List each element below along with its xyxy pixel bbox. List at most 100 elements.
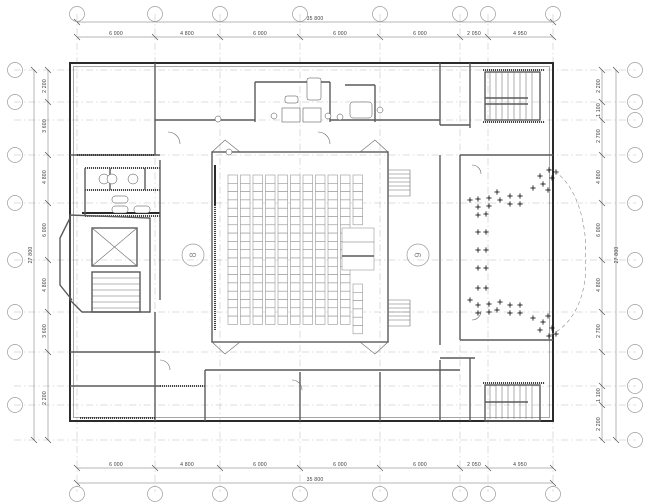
- stair-right-top: [484, 71, 541, 121]
- grid-bubble-bottom-2[interactable]: [147, 486, 163, 502]
- dim-left-4: 6 000: [42, 223, 48, 237]
- dim-bottom-4: 6 000: [333, 462, 347, 468]
- grid-bubble-right-9[interactable]: [627, 378, 643, 394]
- bay-window-left-outer: [59, 217, 73, 301]
- door-swing-5: [471, 164, 482, 175]
- stair-right-bottom-treads: [485, 385, 533, 419]
- room-tag-label-8: 8: [188, 252, 198, 257]
- auditorium-seat: [340, 216, 351, 226]
- grid-bubble-left-2[interactable]: [7, 94, 23, 110]
- sink-1: [284, 95, 299, 104]
- grid-bubble-bottom-3[interactable]: [212, 486, 228, 502]
- grid-bubble-left-5[interactable]: [7, 252, 23, 268]
- dim-top-6: 2 050: [467, 31, 481, 37]
- auditorium-seat: [302, 199, 313, 209]
- auditorium-seat: [227, 207, 238, 217]
- grid-bubble-left-8[interactable]: [7, 397, 23, 413]
- grid-bubble-top-3[interactable]: [212, 6, 228, 22]
- auditorium-seat: [315, 183, 326, 192]
- grid-bubble-left-4[interactable]: [7, 195, 23, 211]
- grid-bubble-right-7[interactable]: [627, 304, 643, 320]
- grid-bubble-top-2[interactable]: [147, 6, 163, 22]
- stair-right-bottom: [484, 384, 541, 422]
- room-tag-circle-9[interactable]: [406, 243, 430, 267]
- dim-tick: [456, 33, 464, 41]
- dim-tick: [549, 18, 557, 26]
- grid-bubble-right-11[interactable]: [627, 432, 643, 448]
- grid-bubble-top-7[interactable]: [480, 6, 496, 22]
- auditorium-seat: [252, 207, 263, 217]
- dim-right-1: 2 200: [596, 79, 602, 93]
- auditorium-seat: [290, 232, 301, 242]
- auditorium-seat: [290, 299, 301, 309]
- fixture-small-3: [214, 115, 222, 123]
- dim-tick: [30, 66, 38, 74]
- auditorium-seat: [290, 249, 301, 259]
- auditorium-seat: [240, 249, 251, 259]
- grid-bubble-right-8[interactable]: [627, 344, 643, 360]
- auditorium-seat: [352, 325, 363, 335]
- grid-bubble-right-1[interactable]: [627, 62, 643, 78]
- auditorium-seat: [265, 257, 276, 267]
- auditorium-seat: [240, 207, 251, 217]
- hall-corner-tl: [211, 139, 241, 153]
- grid-bubble-bottom-1[interactable]: [69, 486, 85, 502]
- auditorium-seat: [252, 232, 263, 242]
- room-tag-circle-8[interactable]: [181, 243, 205, 267]
- grid-bubble-left-1[interactable]: [7, 62, 23, 78]
- grid-bubble-bottom-6[interactable]: [452, 486, 468, 502]
- auditorium-seat: [227, 241, 238, 250]
- grid-bubble-right-4[interactable]: [627, 147, 643, 163]
- grid-bubble-top-5[interactable]: [372, 6, 388, 22]
- grid-bubble-left-7[interactable]: [7, 344, 23, 360]
- grid-bubble-top-8[interactable]: [545, 6, 561, 22]
- auditorium-seat: [227, 232, 238, 242]
- dim-tick: [484, 33, 492, 41]
- auditorium-seat: [340, 183, 351, 192]
- grid-bubble-bottom-7[interactable]: [480, 486, 496, 502]
- dim-tick: [44, 151, 52, 159]
- grid-bubble-top-6[interactable]: [452, 6, 468, 22]
- grid-bubble-right-6[interactable]: [627, 252, 643, 268]
- grid-bubble-left-3[interactable]: [7, 147, 23, 163]
- terrace-markers: [467, 167, 559, 339]
- grid-bubble-right-3[interactable]: [627, 112, 643, 128]
- dim-right-total: 27 800: [614, 247, 620, 264]
- dim-tick: [612, 436, 620, 444]
- grid-bubble-top-4[interactable]: [292, 6, 308, 22]
- auditorium-seat: [252, 216, 263, 226]
- auditorium-seat: [327, 307, 338, 317]
- dim-tick: [73, 33, 81, 41]
- grid-bubble-bottom-8[interactable]: [545, 486, 561, 502]
- auditorium-seat: [352, 183, 363, 192]
- dim-tick: [296, 464, 304, 472]
- dim-tick: [73, 18, 81, 26]
- auditorium-seat: [302, 174, 313, 184]
- auditorium-seat: [315, 299, 326, 309]
- grid-bubble-top-1[interactable]: [69, 6, 85, 22]
- grid-bubble-right-10[interactable]: [627, 397, 643, 413]
- grid-bubble-left-6[interactable]: [7, 304, 23, 320]
- auditorium-seat: [240, 199, 251, 209]
- grid-bubble-bottom-5[interactable]: [372, 486, 388, 502]
- auditorium-seat: [277, 174, 288, 184]
- auditorium-seat: [352, 308, 363, 318]
- grid-bubble-right-2[interactable]: [627, 94, 643, 110]
- auditorium-seat: [240, 174, 251, 184]
- auditorium-seat: [252, 174, 263, 184]
- auditorium-seat: [252, 257, 263, 267]
- auditorium-seat: [265, 199, 276, 209]
- hall-corner-bl: [211, 341, 241, 355]
- auditorium-seat: [302, 315, 313, 325]
- grid-bubble-right-5[interactable]: [627, 195, 643, 211]
- auditorium-seat: [302, 232, 313, 242]
- grid-bubble-bottom-4[interactable]: [292, 486, 308, 502]
- cabinet-1: [281, 107, 301, 123]
- left-grid-bubbles: [7, 62, 23, 413]
- auditorium-seat: [340, 199, 351, 209]
- exterior-wall-inner: [73, 66, 550, 418]
- auditorium-seat: [315, 216, 326, 226]
- bay-window-left: [69, 214, 151, 313]
- dim-tick: [598, 436, 606, 444]
